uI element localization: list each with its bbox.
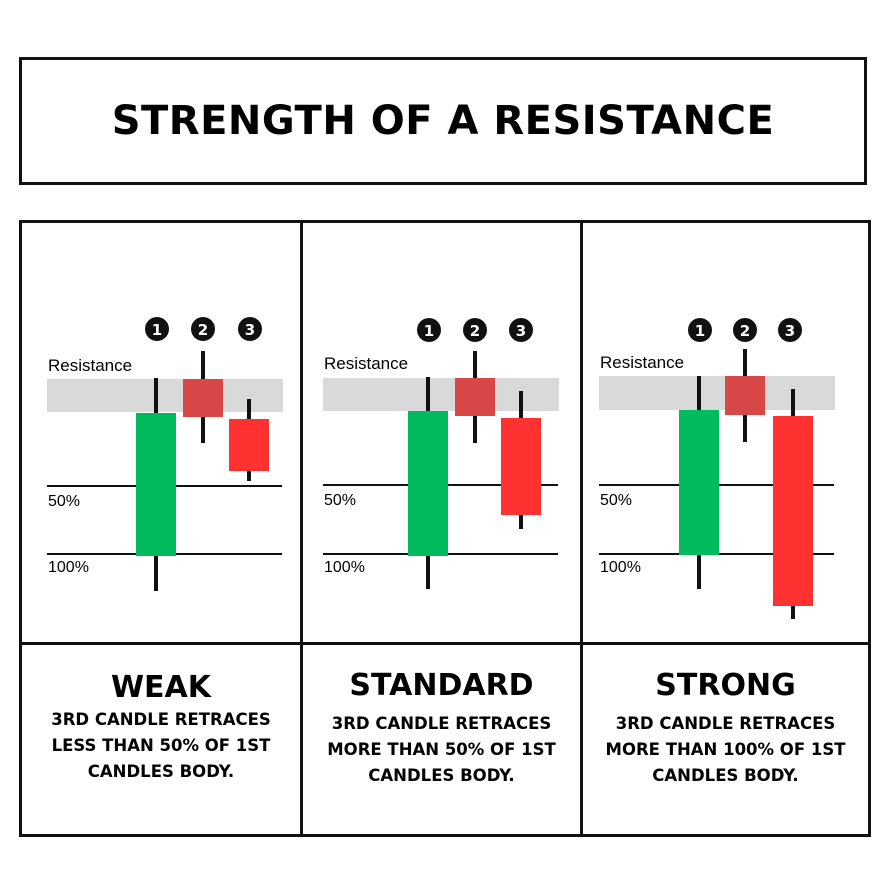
candle-number-badge bbox=[145, 317, 169, 341]
column-divider bbox=[580, 223, 583, 834]
candle-number-3: 3 bbox=[785, 322, 795, 340]
strength-label: STANDARD bbox=[349, 668, 534, 703]
level-100-label: 100% bbox=[600, 559, 641, 576]
candle-number-1: 1 bbox=[152, 321, 162, 339]
strength-description: 3RD CANDLE RETRACES MORE THAN 100% OF 1S… bbox=[605, 714, 846, 785]
candle-number-3: 3 bbox=[516, 322, 526, 340]
panel-standard: Resistance 50% 100% 1 2 3 bbox=[303, 223, 581, 642]
resistance-zone bbox=[323, 378, 559, 411]
candle-number-2: 2 bbox=[198, 321, 208, 339]
candle-number-2: 2 bbox=[740, 322, 750, 340]
candlestick-diagram-weak: Resistance 50% 100% 1 2 3 bbox=[47, 317, 283, 591]
resistance-zone bbox=[47, 379, 283, 412]
candle-number-1: 1 bbox=[424, 322, 434, 340]
candle-number-1: 1 bbox=[695, 322, 705, 340]
strength-description: 3RD CANDLE RETRACES MORE THAN 50% OF 1ST… bbox=[327, 714, 556, 785]
panel-strong: Resistance 50% 100% 1 2 3 bbox=[583, 223, 861, 642]
candle-number-badge bbox=[778, 318, 802, 342]
candle-1-body bbox=[136, 413, 176, 556]
candle-number-badge bbox=[417, 318, 441, 342]
candle-1-body bbox=[679, 410, 719, 555]
candle-number-badge bbox=[463, 318, 487, 342]
candle-number-badge bbox=[688, 318, 712, 342]
candle-number-3: 3 bbox=[245, 321, 255, 339]
candle-number-badge bbox=[509, 318, 533, 342]
column-divider bbox=[300, 223, 303, 834]
candle-2-body bbox=[725, 376, 765, 415]
level-100-label: 100% bbox=[48, 559, 89, 576]
caption-strong: STRONG 3RD CANDLE RETRACES MORE THAN 100… bbox=[583, 645, 868, 835]
resistance-zone bbox=[599, 376, 835, 410]
title-box: STRENGTH OF A RESISTANCE bbox=[19, 57, 867, 185]
candlestick-diagram-strong: Resistance 50% 100% 1 2 3 bbox=[599, 318, 835, 619]
candle-1-body bbox=[408, 411, 448, 556]
candle-3-body bbox=[773, 416, 813, 606]
level-50-label: 50% bbox=[48, 493, 80, 510]
candlestick-diagram-standard: Resistance 50% 100% 1 2 3 bbox=[323, 318, 559, 589]
row-divider bbox=[22, 642, 868, 645]
caption-weak: WEAK 3RD CANDLE RETRACES LESS THAN 50% O… bbox=[22, 645, 300, 835]
level-100-label: 100% bbox=[324, 559, 365, 576]
candle-2-body bbox=[183, 379, 223, 417]
candle-number-badge bbox=[238, 317, 262, 341]
comparison-grid: Resistance 50% 100% 1 2 3 Resist bbox=[19, 220, 871, 837]
candle-number-badge bbox=[191, 317, 215, 341]
candle-number-2: 2 bbox=[470, 322, 480, 340]
caption-standard: STANDARD 3RD CANDLE RETRACES MORE THAN 5… bbox=[303, 645, 580, 835]
candle-3-body bbox=[229, 419, 269, 471]
resistance-label: Resistance bbox=[600, 353, 684, 372]
resistance-label: Resistance bbox=[324, 354, 408, 373]
panel-weak: Resistance 50% 100% 1 2 3 bbox=[22, 223, 300, 642]
resistance-label: Resistance bbox=[48, 356, 132, 375]
strength-label: WEAK bbox=[110, 670, 212, 705]
candle-number-badge bbox=[733, 318, 757, 342]
page-title: STRENGTH OF A RESISTANCE bbox=[111, 98, 775, 144]
candle-3-body bbox=[501, 418, 541, 515]
strength-description: 3RD CANDLE RETRACES LESS THAN 50% OF 1ST… bbox=[51, 710, 271, 781]
strength-label: STRONG bbox=[655, 668, 796, 703]
candle-2-body bbox=[455, 378, 495, 416]
level-50-label: 50% bbox=[600, 492, 632, 509]
level-50-label: 50% bbox=[324, 492, 356, 509]
